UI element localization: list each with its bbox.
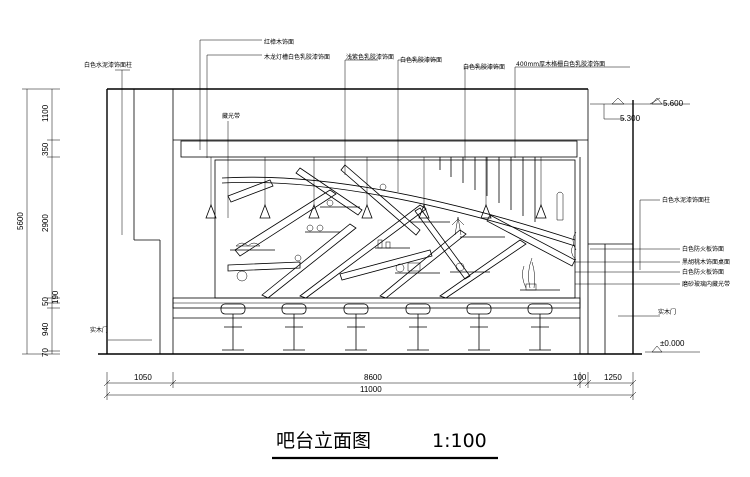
horizontal-dimensions: 1050 8600 100 1250 11000 [103,372,637,400]
dim-100: 100 [573,373,587,382]
wood-grille [439,157,536,222]
dim-1100: 1100 [41,104,50,122]
label-fireproof-2: 白色防火板饰面 [682,268,724,276]
label-white-latex-2: 白色乳胶漆饰面 [463,63,505,71]
label-wood-keel: 木龙灯槽白色乳胶漆饰面 [264,53,330,61]
pendant-light-5 [418,157,430,219]
bar-stool-1 [220,303,246,351]
material-labels: 白色水泥漆饰面柱 红樟木饰面 木龙灯槽白色乳胶漆饰面 浅紫色乳胶漆饰面 白色乳胶… [84,38,730,334]
label-grid-latex: 400mm厚木格栅白色乳胶漆饰面 [516,60,605,68]
label-white-latex-1: 白色乳胶漆饰面 [400,56,442,64]
pendant-light-6 [480,157,492,219]
pendant-light-1 [205,157,217,219]
building-outline [98,88,642,355]
bar-stool-2 [281,303,307,351]
elevation-5600: 5.600 [663,99,684,108]
bar-stools [220,303,553,351]
label-left-column: 白色水泥漆饰面柱 [84,61,132,69]
dim-1250: 1250 [604,373,622,382]
pendant-light-4 [361,157,373,219]
elevation-0: ±0.000 [660,339,685,348]
label-door-left: 实木门 [90,326,108,334]
leader-lines [108,39,680,341]
dim-11000: 11000 [360,385,382,394]
pendant-light-3 [308,157,320,219]
label-frosted-glass: 磨砂玻璃内藏光带 [682,280,730,288]
dim-8600: 8600 [364,373,382,382]
label-door-right: 实木门 [658,308,676,316]
label-red-wood: 红樟木饰面 [264,38,294,46]
label-fireproof-1: 白色防火板饰面 [682,245,724,253]
dim-940: 940 [41,322,50,336]
pendant-light-2 [259,157,271,219]
bar-stool-5 [466,303,492,351]
vertical-dimensions: 1100 350 2900 5600 50 190 940 70 [16,88,60,357]
bar-stool-4 [405,303,431,351]
dim-1050: 1050 [134,373,152,382]
dim-5600: 5600 [16,212,25,230]
label-light-slot: 藏光带 [222,112,240,120]
bar-stool-3 [343,303,369,351]
feature-wall [214,159,577,299]
pendant-light-7 [535,157,547,219]
dim-50: 50 [41,297,50,306]
label-right-column: 白色水泥漆饰面柱 [662,196,710,204]
dim-190: 190 [51,290,60,304]
title-scale: 1:100 [432,430,487,452]
drawing-title: 吧台立面图 1:100 [272,430,498,460]
dim-70: 70 [41,348,50,357]
pendant-lights [205,157,547,219]
elevation-5300: 5.300 [620,114,641,123]
label-light-color: 浅紫色乳胶漆饰面 [346,53,394,61]
dim-2900: 2900 [41,214,50,232]
title-text: 吧台立面图 [276,430,371,452]
label-black-walnut: 黑胡桃木饰面桌面 [682,258,730,266]
bar-stool-6 [527,303,553,351]
elevation-marks: 5.600 5.300 ±0.000 [590,97,700,353]
dim-350: 350 [41,142,50,156]
bar-counter [172,297,581,319]
